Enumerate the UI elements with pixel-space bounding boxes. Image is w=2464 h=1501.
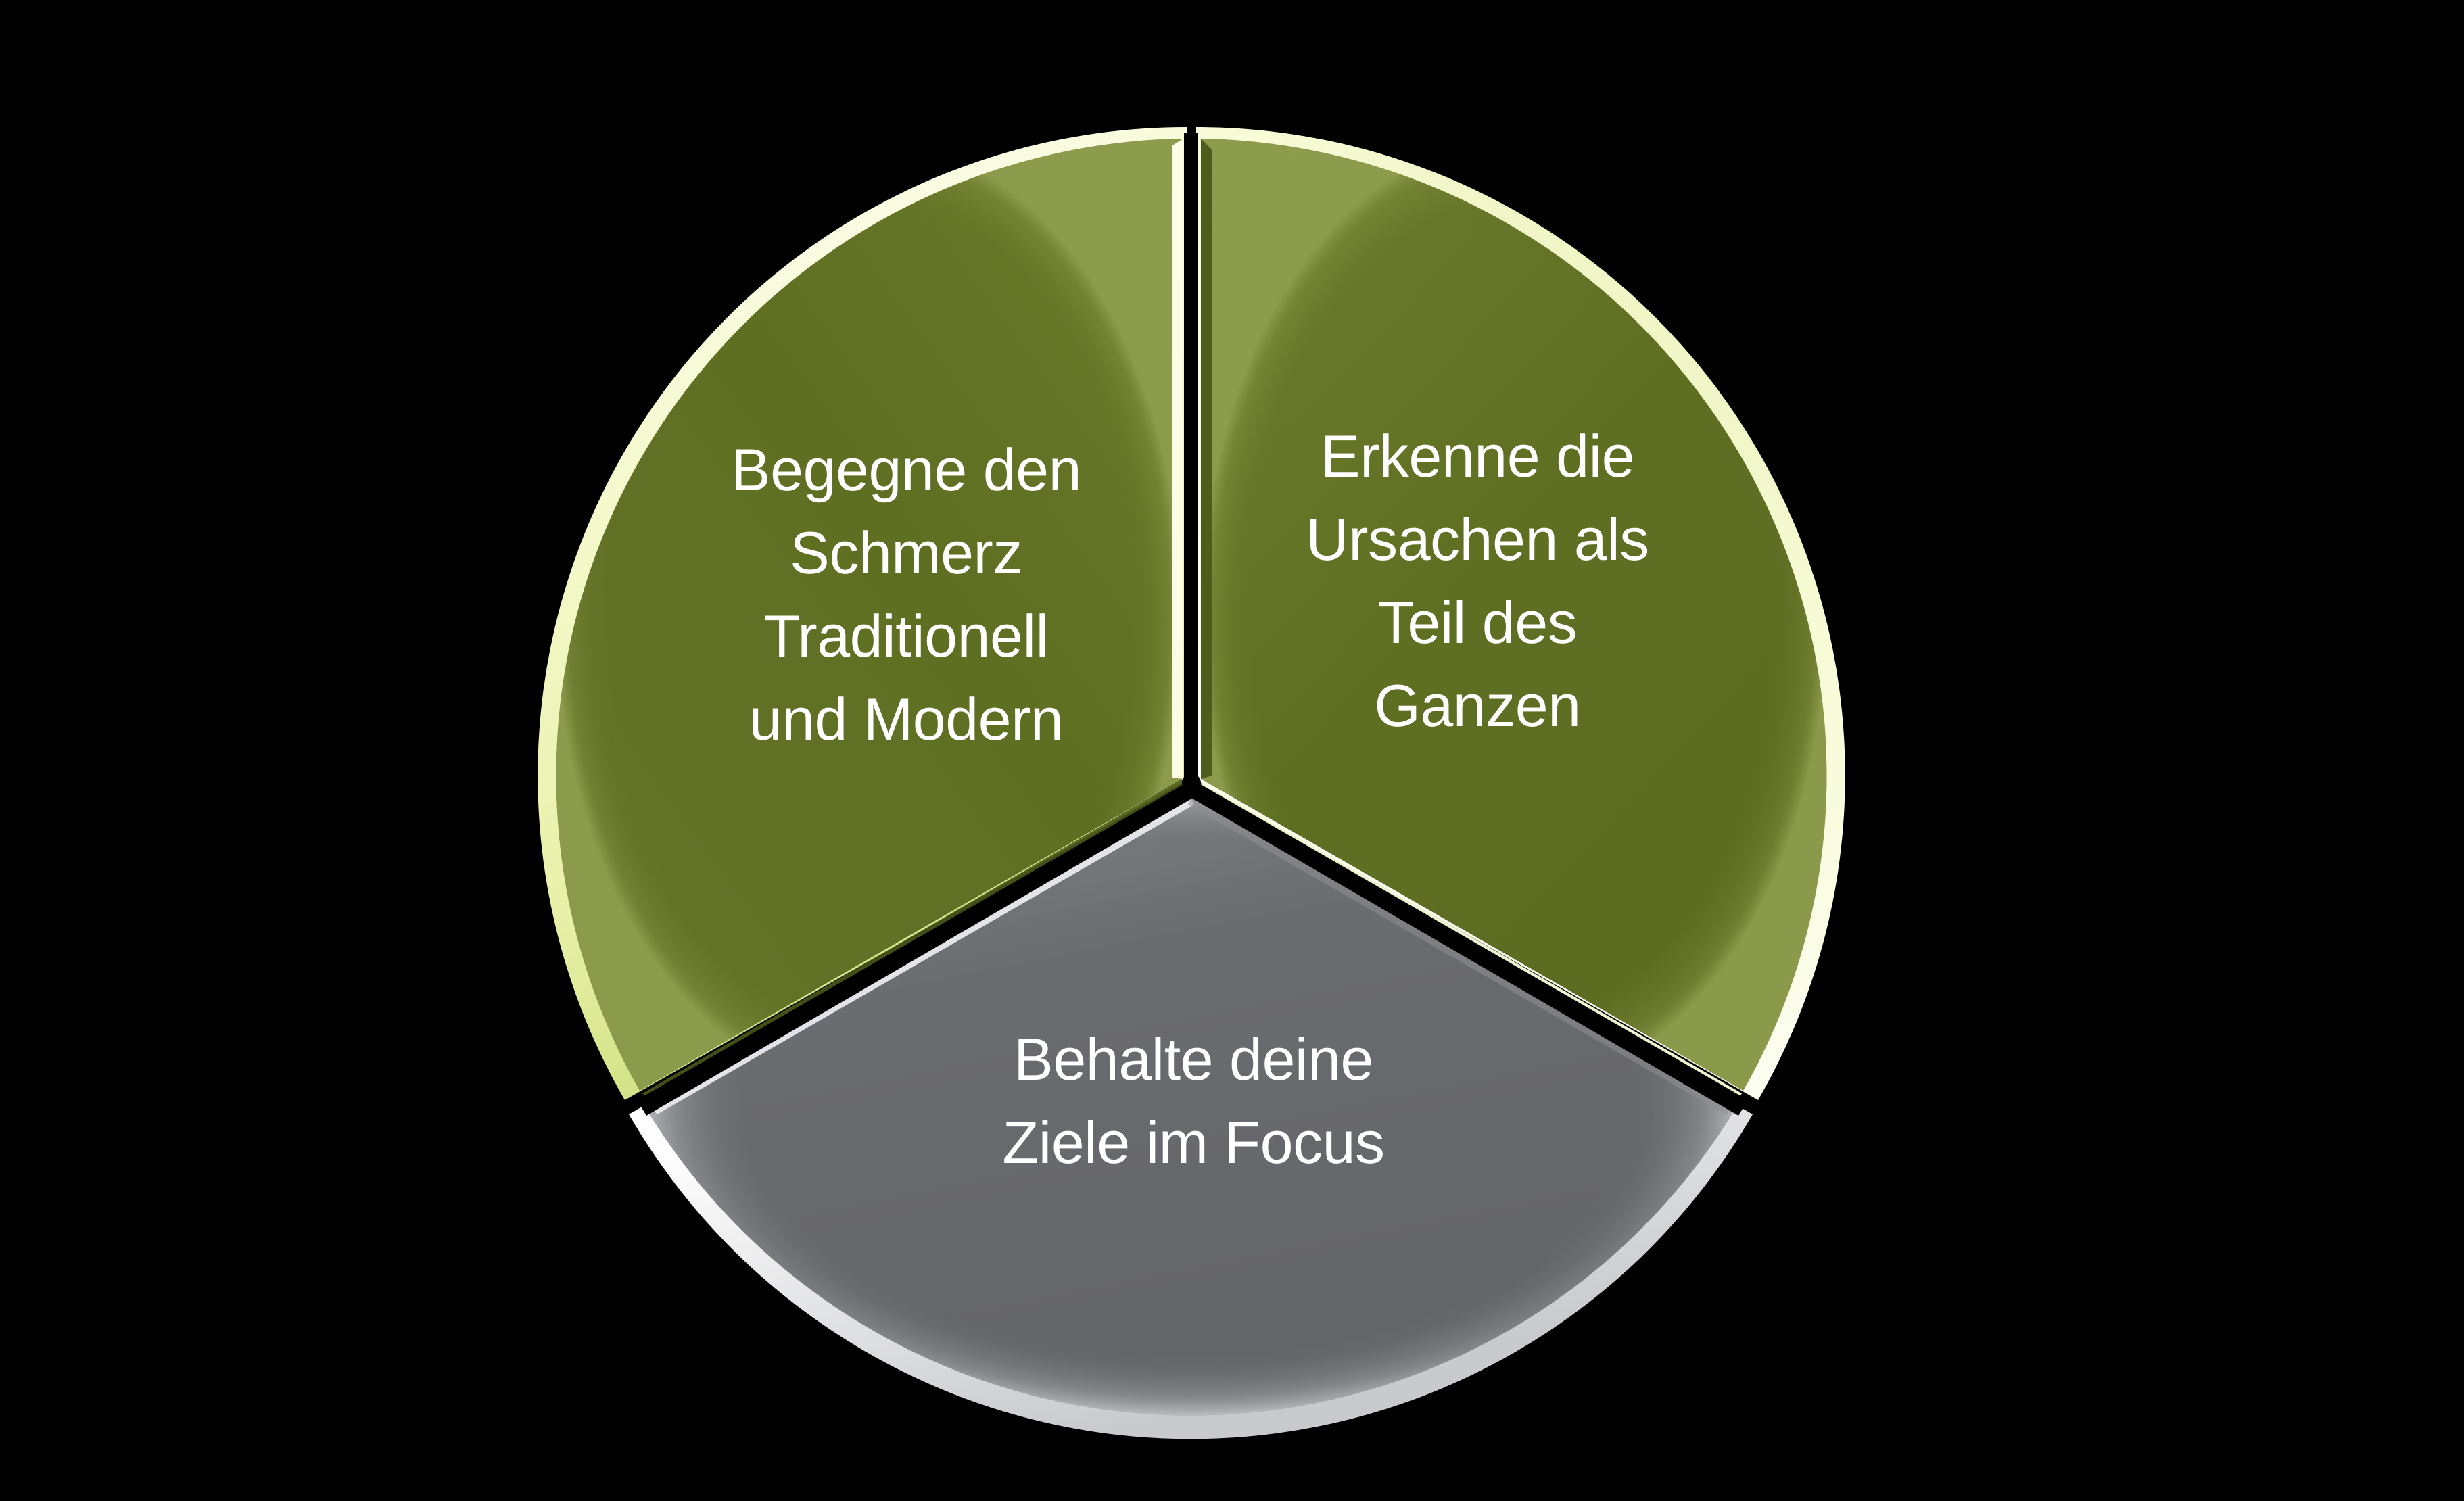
- slice-gaps: [637, 133, 1748, 1116]
- slice-left-right-edge-highlight: [1172, 139, 1183, 779]
- gap-lower-left: [637, 778, 1202, 1116]
- slice-erkenne-die-ursachen[interactable]: [1196, 126, 1845, 1105]
- slice-right-inner-edge-facet: [1201, 139, 1212, 779]
- gap-top: [1184, 133, 1198, 784]
- slice-left-inner-shade: [556, 139, 1182, 1091]
- slice-right-inner-shade: [1201, 139, 1827, 1091]
- gap-center: [1182, 773, 1201, 792]
- slice-bottom-inner-shade: [644, 790, 1738, 1416]
- gap-lower-right: [1182, 778, 1748, 1116]
